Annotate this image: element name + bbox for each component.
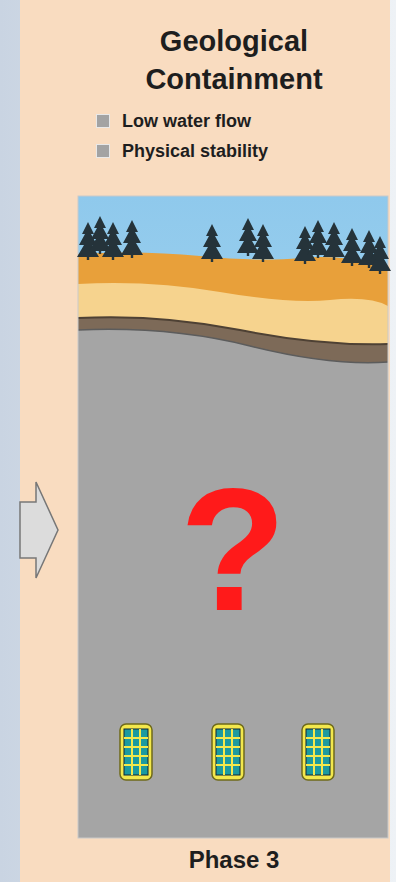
phase-caption: Phase 3 xyxy=(78,845,390,875)
diagram-title: Geological Containment xyxy=(78,22,390,98)
flow-arrow xyxy=(20,482,58,578)
cross-section xyxy=(78,196,388,838)
legend-label: Physical stability xyxy=(122,140,268,162)
waste-canisters xyxy=(120,724,334,780)
question-mark: ? xyxy=(78,455,388,645)
legend-label: Low water flow xyxy=(122,110,251,132)
trees xyxy=(77,216,391,274)
panel xyxy=(20,0,390,882)
legend-swatch xyxy=(96,144,110,158)
legend-swatch xyxy=(96,114,110,128)
